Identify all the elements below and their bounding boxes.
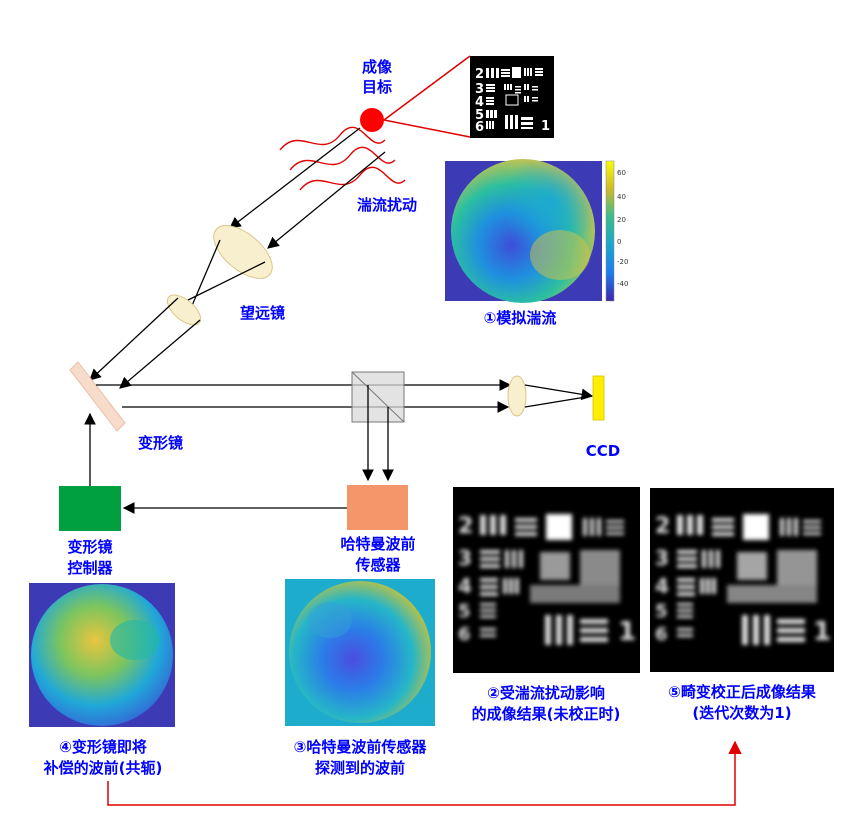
usaf-digit: 1 <box>541 119 550 134</box>
colorbar-tick: -40 <box>617 280 628 288</box>
wfs-detected-label-line1: ③哈特曼波前传感器 <box>294 738 428 756</box>
usaf-digit: 4 <box>458 574 472 598</box>
ray-to-dm-1 <box>89 297 179 381</box>
usaf-digit: 4 <box>475 95 484 110</box>
wfs-detected-label-line2: 探测到的波前 <box>315 759 405 777</box>
colorbar <box>605 160 615 302</box>
focus-ray-2 <box>524 395 593 408</box>
telescope-ray-1 <box>187 239 221 316</box>
usaf-digit: 2 <box>655 514 670 539</box>
ccd-sensor <box>592 375 605 421</box>
usaf-digit: 5 <box>475 108 484 123</box>
dm-compensate-label-line1: ④变形镜即将 <box>59 738 147 756</box>
usaf-digit: 2 <box>475 67 484 82</box>
colorbar-tick: 60 <box>617 169 626 177</box>
ccd-label: CCD <box>586 442 620 460</box>
usaf-digit: 3 <box>655 546 669 570</box>
dm-compensation-wavefront <box>29 583 175 727</box>
turbulence-label: 湍流扰动 <box>357 196 417 214</box>
deformable-mirror <box>69 361 126 432</box>
zoom-line-bottom <box>383 119 471 138</box>
usaf-digit: 3 <box>458 546 472 570</box>
telescope-primary-lens <box>213 225 273 279</box>
colorbar-tick: 40 <box>617 193 626 201</box>
deformable-mirror-label: 变形镜 <box>138 434 183 452</box>
simulated-turbulence-label: ①模拟湍流 <box>484 309 557 327</box>
incoming-ray-right <box>267 151 386 249</box>
affected-result-label-line1: ②受湍流扰动影响 <box>487 684 605 702</box>
wfs-label-line2: 传感器 <box>354 556 401 574</box>
colorbar-tick: 20 <box>617 216 626 224</box>
usaf-digit: 6 <box>475 120 484 135</box>
feedback-arrow <box>107 740 742 806</box>
corrected-image-result: 2 3 4 5 6 1 <box>650 488 834 672</box>
incoming-ray-left <box>229 127 361 229</box>
dm-compensate-label-line2: 补偿的波前(共轭) <box>43 759 163 777</box>
usaf-digit: 6 <box>458 624 471 645</box>
zoom-line-top <box>383 55 471 121</box>
corrected-result-label-line1: ⑤畸变校正后成像结果 <box>668 683 817 701</box>
wfs-label-line1: 哈特曼波前 <box>340 535 415 553</box>
usaf-digit: 5 <box>458 601 471 622</box>
telescope-ray-2 <box>177 261 266 306</box>
wfs-box <box>347 485 408 530</box>
corrected-result-label-line2: (迭代次数为1) <box>692 704 791 722</box>
telescope-secondary-lens <box>166 294 202 326</box>
imaging-target-label-line1: 成像 <box>362 58 393 76</box>
ray-to-dm-2 <box>119 319 201 389</box>
usaf-digit: 1 <box>813 617 831 647</box>
imaging-target-dot <box>360 108 384 132</box>
usaf-digit: 5 <box>655 601 668 622</box>
usaf-digit: 4 <box>655 574 669 598</box>
ccd-focus-lens <box>507 375 527 417</box>
focus-ray-1 <box>524 384 594 401</box>
usaf-digit: 2 <box>458 514 473 539</box>
dm-controller-label-line2: 控制器 <box>67 559 113 577</box>
beam-splitter-cube <box>351 371 405 423</box>
simulated-turbulence-map: 60 40 20 0 -20 -40 <box>445 159 628 303</box>
usaf-target-sharp: 2 3 4 5 6 1 <box>470 56 554 138</box>
wfs-detected-wavefront <box>285 579 435 726</box>
turbulence-waves <box>279 126 406 191</box>
colorbar-ticks: 60 40 20 0 -20 -40 <box>617 169 628 288</box>
imaging-target-label-line2: 目标 <box>362 78 392 96</box>
usaf-digit: 1 <box>618 617 636 647</box>
colorbar-tick: -20 <box>617 258 628 266</box>
usaf-digit: 3 <box>475 82 484 97</box>
dm-controller-box <box>59 486 121 531</box>
telescope-label: 望远镜 <box>240 304 285 322</box>
uncorrected-image-result: 2 3 4 5 6 1 <box>453 487 640 673</box>
usaf-digit: 6 <box>655 624 668 645</box>
affected-result-label-line2: 的成像结果(未校正时) <box>472 705 621 723</box>
dm-controller-label-line1: 变形镜 <box>67 538 112 556</box>
colorbar-tick: 0 <box>617 238 621 246</box>
